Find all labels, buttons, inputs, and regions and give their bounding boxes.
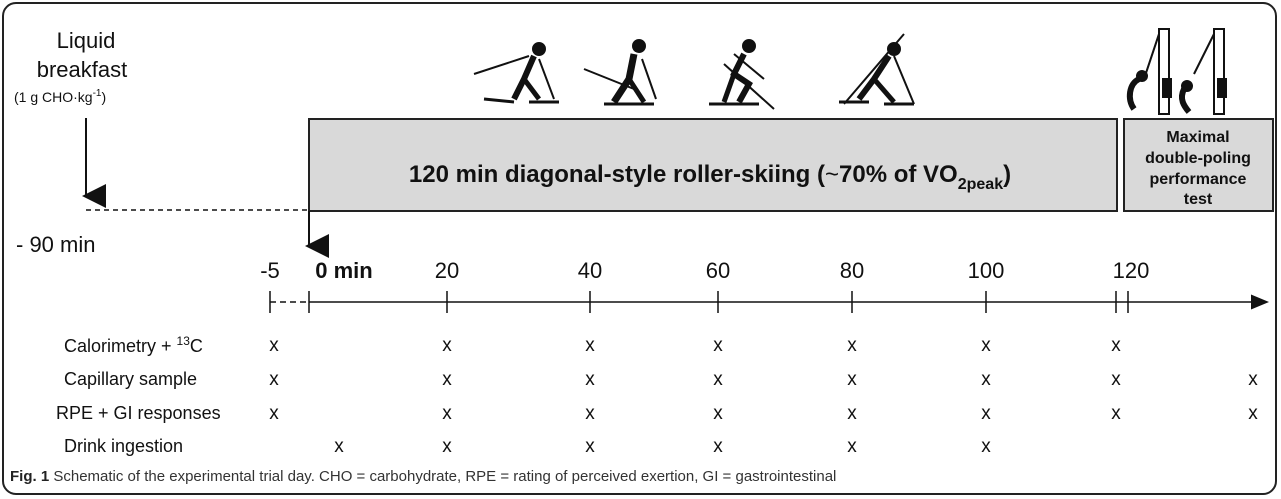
- row-label-rpe-gi: RPE + GI responses: [56, 403, 221, 423]
- test-box-line-4: test: [1184, 191, 1213, 208]
- ergometer-icon-1: [1126, 28, 1172, 115]
- timeline-axis: [270, 291, 1269, 313]
- timeline-tick-label: 0 min: [315, 258, 372, 283]
- measurement-mark: x: [713, 369, 723, 390]
- timeline-ticks: [269, 291, 1117, 313]
- measurement-mark: x: [1248, 403, 1258, 424]
- test-box-line-2: double-poling: [1145, 150, 1251, 167]
- skier-icon-1: [473, 42, 559, 104]
- measurement-mark: x: [442, 335, 452, 356]
- measurement-mark: x: [847, 403, 857, 424]
- trial-schematic: Liquid breakfast (1 g CHO·kg-1) - 90 min: [14, 28, 1274, 457]
- timeline-tick-label: 80: [840, 258, 864, 283]
- test-box-line-1: Maximal: [1166, 129, 1229, 146]
- measurement-mark: x: [1111, 369, 1121, 390]
- breakfast-label-line1: Liquid: [57, 28, 116, 53]
- measurement-mark: x: [585, 335, 595, 356]
- measurement-mark: x: [847, 335, 857, 356]
- measurement-mark: x: [585, 436, 595, 457]
- timeline-tick-label: 20: [435, 258, 459, 283]
- performance-test-box: [1123, 118, 1274, 212]
- measurement-mark: x: [269, 335, 279, 356]
- measurement-mark: x: [847, 369, 857, 390]
- row-label-calorimetry: Calorimetry + 13C: [64, 334, 203, 356]
- exercise-box-label: 120 min diagonal-style roller-skiing (~7…: [409, 161, 1011, 193]
- test-box-line-3: performance: [1150, 171, 1247, 188]
- timeline-tick-label: 60: [706, 258, 730, 283]
- ergometer-icon-2: [1178, 28, 1227, 115]
- measurement-mark: x: [585, 403, 595, 424]
- breakfast-label-line2: breakfast: [37, 57, 128, 82]
- row-label-drink-ingestion: Drink ingestion: [64, 436, 183, 456]
- exercise-box: [308, 118, 1118, 212]
- measurement-mark: x: [1111, 335, 1121, 356]
- measurement-mark: x: [1248, 369, 1258, 390]
- skier-icon-4: [839, 33, 915, 106]
- timeline-tick-label: 40: [578, 258, 602, 283]
- row-label-capillary-sample: Capillary sample: [64, 369, 197, 389]
- measurement-mark: x: [442, 436, 452, 457]
- timeline-tick-label: 100: [968, 258, 1005, 283]
- skier-icon-3: [709, 39, 775, 110]
- breakfast-time: - 90 min: [16, 232, 95, 257]
- caption-text: Schematic of the experimental trial day.…: [53, 468, 837, 485]
- measurement-mark: x: [269, 403, 279, 424]
- caption-label: Fig. 1: [10, 468, 50, 485]
- measurement-mark: x: [981, 436, 991, 457]
- measurement-mark: x: [334, 436, 344, 457]
- skier-icon-2: [583, 39, 657, 106]
- timeline-tick-labels: -5 0 min 20 40 60 80 100 120: [260, 258, 1149, 283]
- skier-figures: [473, 28, 1227, 115]
- measurement-mark: x: [269, 369, 279, 390]
- measurement-mark: x: [585, 369, 595, 390]
- measurement-mark: x: [981, 369, 991, 390]
- breakfast-dose: (1 g CHO·kg-1): [14, 88, 106, 105]
- measurement-mark: x: [442, 369, 452, 390]
- timeline-tick-label: -5: [260, 258, 280, 283]
- measurement-mark: x: [847, 436, 857, 457]
- measurement-mark: x: [1111, 403, 1121, 424]
- figure-caption: Fig. 1 Schematic of the experimental tri…: [10, 468, 836, 485]
- measurement-mark: x: [713, 403, 723, 424]
- measurement-mark: x: [713, 436, 723, 457]
- measurement-mark: x: [442, 403, 452, 424]
- measurement-mark: x: [713, 335, 723, 356]
- measurement-mark: x: [981, 335, 991, 356]
- measurement-mark: x: [981, 403, 991, 424]
- timeline-tick-label: 120: [1113, 258, 1150, 283]
